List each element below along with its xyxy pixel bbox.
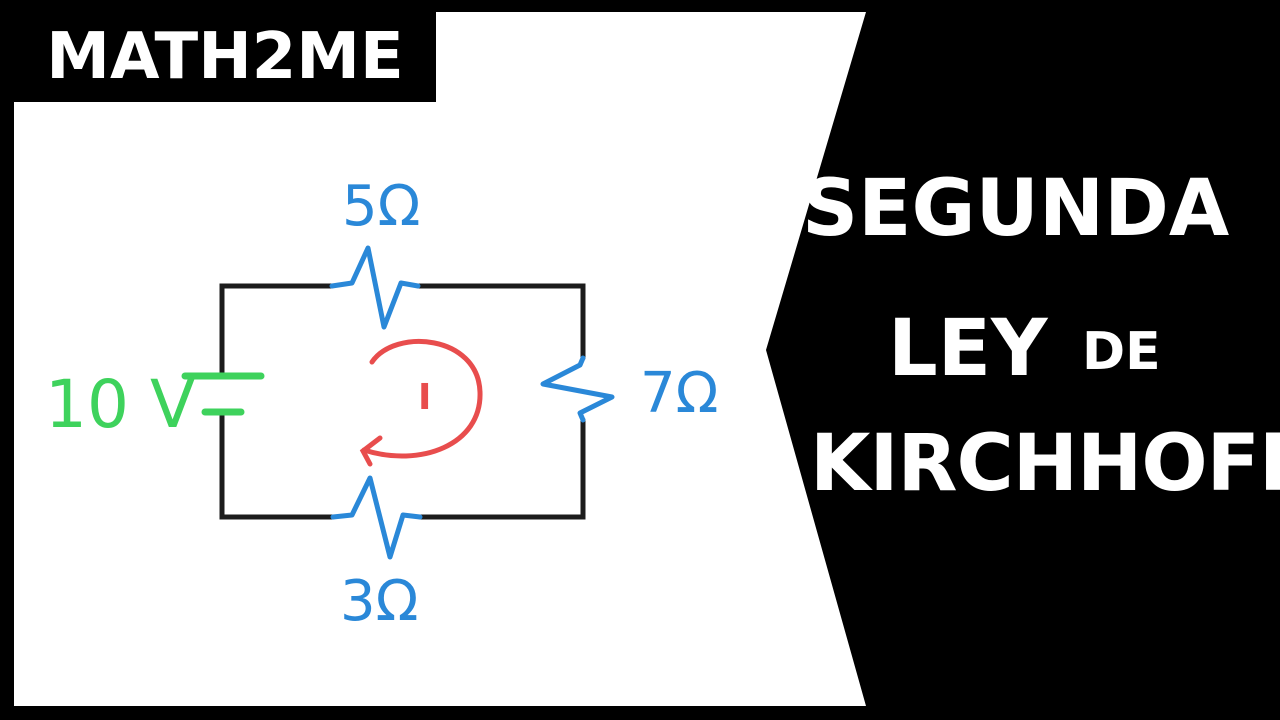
- title-block: SEGUNDA LEY DE KIRCHHOFF: [790, 150, 1280, 550]
- wire-bottom-left: [219, 410, 336, 520]
- wire-top-left: [219, 283, 335, 378]
- circuit-wires: [219, 283, 586, 520]
- current-loop: [359, 339, 483, 467]
- wire-top-right: [415, 283, 586, 361]
- resistor-top: [329, 245, 421, 330]
- current-label: I: [418, 377, 431, 418]
- white-panel-background: [14, 12, 866, 706]
- title-line-2: LEY: [888, 304, 1048, 394]
- title-line-1: SEGUNDA: [802, 164, 1230, 254]
- brand-badge: MATH2ME: [14, 12, 436, 102]
- brand-name: MATH2ME: [46, 20, 404, 94]
- resistor-bottom: [330, 475, 423, 560]
- wire-bottom-right: [417, 417, 586, 520]
- resistor-bottom-label: 3Ω: [340, 569, 418, 634]
- resistor-right-label: 7Ω: [640, 361, 718, 426]
- current-arrow-arc: [361, 339, 483, 459]
- title-line-2-small: DE: [1082, 322, 1161, 382]
- resistor-right: [540, 355, 615, 423]
- battery-symbol: [181, 372, 265, 416]
- current-arrow-head: [359, 435, 383, 467]
- title-line-3: KIRCHHOFF: [810, 419, 1280, 509]
- resistor-top-label: 5Ω: [342, 174, 420, 239]
- source-voltage-label: 10 V: [45, 366, 195, 443]
